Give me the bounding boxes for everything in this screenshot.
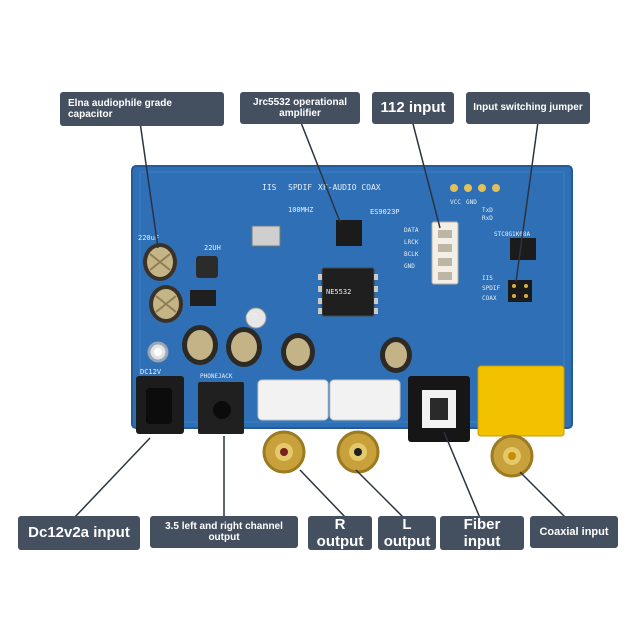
label-l-output: L output: [378, 516, 436, 550]
label-jrc5532: Jrc5532 operational amplifier: [240, 92, 360, 124]
silk-osc: 100MHZ: [288, 206, 313, 214]
label-dc-input: Dc12v2a input: [18, 516, 140, 550]
silk-brand: XF-AUDIO COAX: [318, 183, 381, 192]
inductor: [196, 256, 218, 278]
silk-pin-gnd: GND: [466, 199, 477, 206]
input-jumper: [508, 280, 532, 302]
silk-dac: ES9023P: [370, 208, 400, 216]
silk-i2s-bclk: BCLK: [404, 251, 419, 258]
label-coaxial-input: Coaxial input: [530, 516, 618, 548]
rca-r-jack: [257, 379, 329, 474]
callout-lines: [73, 119, 567, 519]
regulator: [190, 290, 216, 306]
optical-jack: [408, 376, 470, 442]
silk-iis: IIS: [262, 183, 277, 192]
silk-pin-vcc: VCC: [450, 199, 461, 206]
silk-i2s-gnd: GND: [404, 263, 415, 270]
label-fiber-input: Fiber input: [440, 516, 524, 550]
elna-capacitor-1: [143, 243, 177, 281]
silk-jumper-coax: COAX: [482, 295, 497, 302]
silk-i2s-lrck: LRCK: [404, 239, 419, 246]
mcu-chip: [510, 238, 536, 260]
label-3-5-output: 3.5 left and right channel output: [150, 516, 298, 548]
silk-cap: 220uF: [138, 234, 159, 242]
silk-jumper-spdif: SPDIF: [482, 285, 500, 292]
silk-opamp: NE5532: [326, 288, 351, 296]
label-elna-capacitor: Elna audiophile grade capacitor: [60, 92, 224, 126]
label-input-jumper: Input switching jumper: [466, 92, 590, 124]
silk-pin-labels: VCC GND TxD RxD DATA LRCK BCLK GND IIS S…: [404, 199, 500, 302]
coaxial-jack: [477, 365, 565, 478]
silk-headphone: PHONEJACK: [200, 373, 233, 380]
silk-pin-rxd: RxD: [482, 215, 493, 222]
silk-pin-txd: TxD: [482, 207, 493, 214]
dac-chip: [336, 220, 362, 246]
trim-cap: [245, 307, 267, 329]
silk-cap-470: 470: [246, 312, 259, 320]
silk-inductor: 22UH: [204, 244, 221, 252]
silk-jumper-iis: IIS: [482, 275, 493, 282]
silk-mcu: STC8G1K08A: [494, 231, 531, 238]
silk-power: DC12V: [140, 368, 162, 376]
silk-i2s-data: DATA: [404, 227, 419, 234]
uart-pads: [450, 184, 500, 192]
label-i2s-input: 112 input: [372, 92, 454, 124]
capacitor-row: [182, 325, 412, 373]
label-r-output: R output: [308, 516, 372, 550]
rca-l-jack: [329, 379, 401, 474]
oscillator: [251, 225, 281, 247]
elna-capacitor-2: [149, 285, 183, 323]
silk-spdif: SPDIF: [288, 183, 312, 192]
